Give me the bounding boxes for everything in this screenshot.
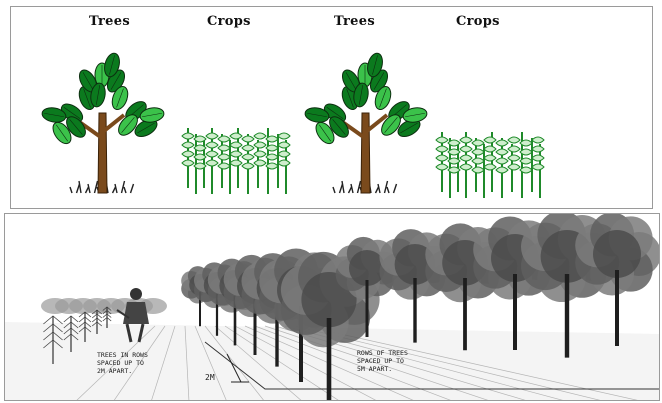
tree-illustration-1 bbox=[41, 52, 165, 193]
crop-rows-illustration-1 bbox=[182, 128, 290, 194]
note-tree-spacing: TREES IN ROWS SPACED UP TO 2m APART. bbox=[97, 351, 148, 375]
top-illustration bbox=[0, 0, 662, 212]
orchard-sketch-panel: TREES IN ROWS SPACED UP TO 2m APART. ROW… bbox=[4, 213, 660, 401]
note-row-spacing: ROWS OF TREES SPACED UP TO 5m APART. bbox=[357, 349, 408, 373]
crop-rows-illustration-2 bbox=[436, 132, 544, 198]
distant-treeline bbox=[41, 298, 167, 314]
spacing-label-2m: 2m bbox=[205, 374, 215, 382]
tree-illustration-2 bbox=[304, 52, 428, 193]
